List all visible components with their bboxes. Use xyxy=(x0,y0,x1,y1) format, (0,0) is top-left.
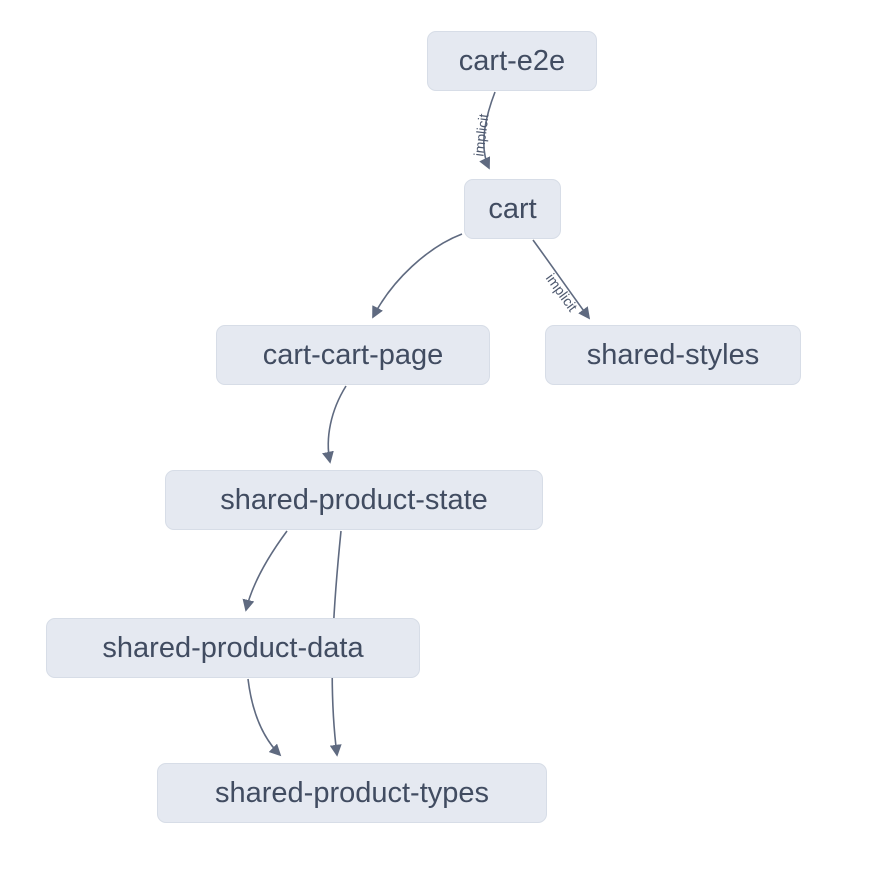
node-shared-product-state[interactable]: shared-product-state xyxy=(165,470,543,530)
node-shared-product-data[interactable]: shared-product-data xyxy=(46,618,420,678)
node-cart[interactable]: cart xyxy=(464,179,561,239)
edge-label-implicit-cart-shared-styles: implicit xyxy=(543,270,581,314)
edge-cart-to-shared-styles xyxy=(532,239,591,320)
node-cart-cart-page[interactable]: cart-cart-page xyxy=(216,325,490,385)
edge-cart-cart-page-to-shared-product-state xyxy=(322,385,347,464)
edge-shared-product-data-to-shared-product-types xyxy=(247,678,282,757)
node-shared-styles[interactable]: shared-styles xyxy=(545,325,801,385)
edge-cart-to-cart-cart-page xyxy=(372,233,463,319)
edge-label-implicit-cart-e2e-cart: implicit xyxy=(470,113,491,158)
node-cart-e2e[interactable]: cart-e2e xyxy=(427,31,597,91)
node-shared-product-types[interactable]: shared-product-types xyxy=(157,763,547,823)
edge-cart-e2e-to-cart xyxy=(479,91,496,170)
edge-shared-product-state-to-shared-product-data xyxy=(242,530,288,612)
